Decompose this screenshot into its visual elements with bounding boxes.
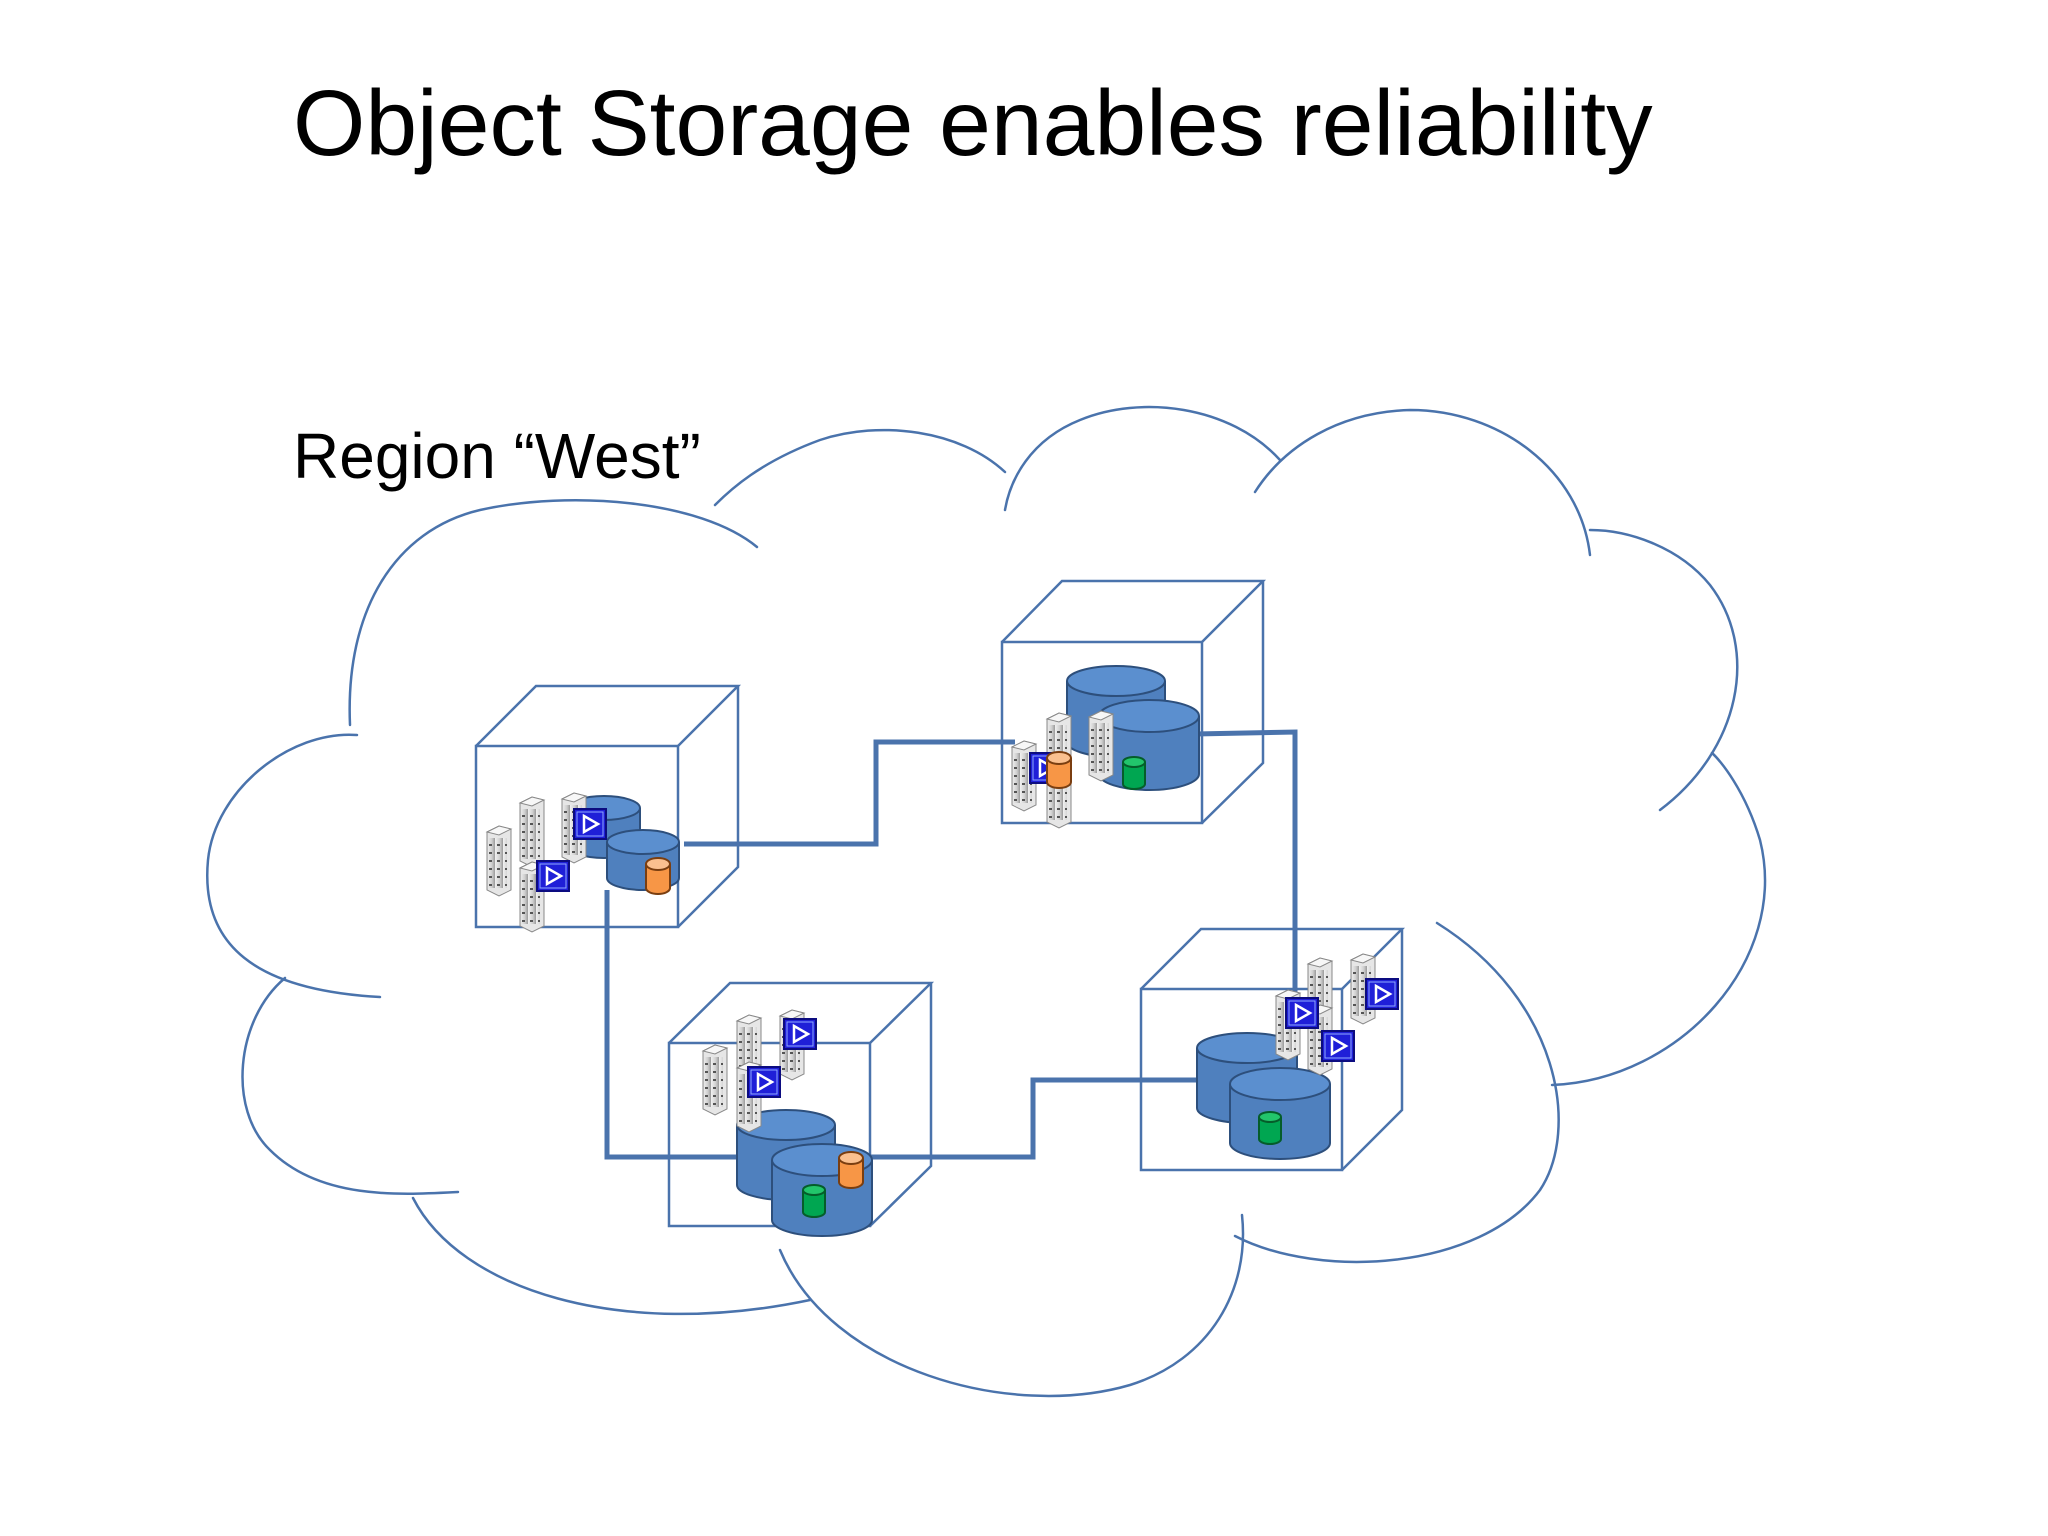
object-cylinder-icon — [1258, 1111, 1282, 1145]
link-zone3-zone4 — [860, 1077, 1200, 1160]
region-label: Region “West” — [293, 420, 701, 492]
object-cylinder-icon — [645, 857, 671, 895]
link-zone2-zone4 — [1194, 729, 1298, 995]
zone-4 — [1139, 927, 1406, 1172]
link-zone1-zone3 — [604, 890, 745, 1160]
page-title: Object Storage enables reliability — [293, 71, 1653, 175]
zone-1 — [474, 684, 742, 933]
zone-2 — [1000, 579, 1267, 829]
cloud-outline — [205, 405, 1767, 1398]
zone-3 — [667, 981, 935, 1237]
replication-links — [604, 729, 1298, 1160]
cube-icon — [474, 684, 742, 929]
cube-icon — [1000, 579, 1267, 825]
link-zone1-zone2 — [684, 739, 1015, 847]
